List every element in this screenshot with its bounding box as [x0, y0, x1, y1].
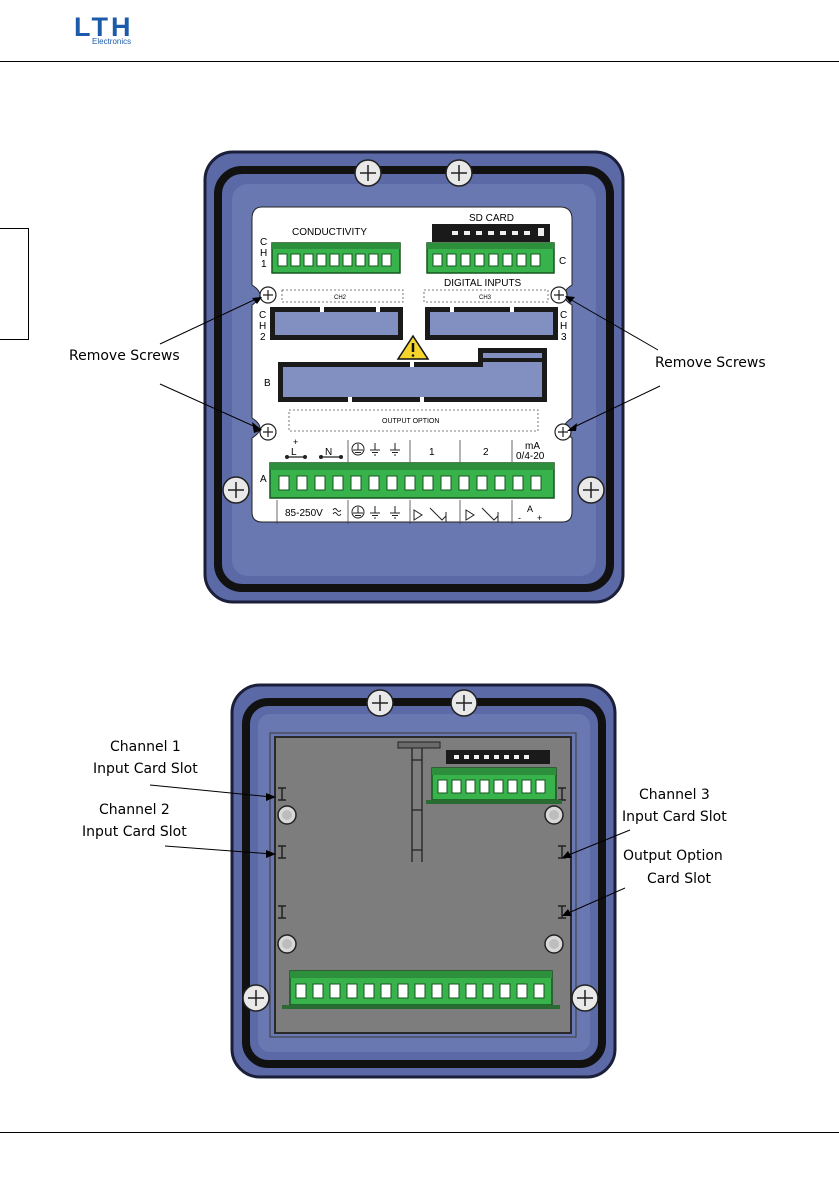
- inner-screw-left-icon[interactable]: [243, 985, 269, 1011]
- label-ch2-2: 2: [260, 332, 266, 343]
- callout-remove-screws-right: Remove Screws: [655, 355, 766, 371]
- label-mains-plus: +: [293, 437, 298, 447]
- main-terminal-connector[interactable]: [270, 463, 554, 498]
- screw-side-left-icon[interactable]: [223, 477, 249, 503]
- label-supply: 85-250V: [285, 508, 323, 519]
- label-output-option: OUTPUT OPTION: [382, 418, 439, 425]
- digital-inputs-connector[interactable]: [427, 243, 554, 273]
- label-sd-card: SD CARD: [469, 213, 514, 224]
- label-conductivity: CONDUCTIVITY: [292, 227, 367, 238]
- plate-screw-lower-right-icon[interactable]: [555, 424, 571, 440]
- callout-ch3-line1: Channel 3: [639, 787, 710, 803]
- callout-out-line2: Card Slot: [647, 871, 712, 887]
- callout-remove-screws-left: Remove Screws: [69, 348, 180, 364]
- label-slot-c: C: [559, 256, 566, 267]
- callout-ch2-line2: Input Card Slot: [82, 824, 187, 840]
- label-ch3-c: C: [560, 310, 567, 321]
- plate-screw-upper-right-icon[interactable]: [551, 287, 567, 303]
- screw-top-right-icon[interactable]: [446, 160, 472, 186]
- label-ch3-box: CH3: [479, 295, 492, 301]
- label-ch1-1: 1: [261, 259, 267, 270]
- callout-out-line1: Output Option: [623, 848, 723, 864]
- inner-panel-figure: Channel 1 Input Card Slot Channel 2 Inpu…: [82, 685, 727, 1077]
- inner-screw-top-right-icon[interactable]: [451, 690, 477, 716]
- label-relay-2: 2: [483, 447, 489, 458]
- label-slot-a: A: [260, 474, 267, 485]
- label-ma-range: 0/4-20: [516, 451, 545, 462]
- screw-side-right-icon[interactable]: [578, 477, 604, 503]
- rear-panel-figure: CONDUCTIVITY C H 1 SD CARD: [69, 152, 766, 602]
- label-ch3-3: 3: [561, 332, 567, 343]
- conductivity-connector[interactable]: [272, 243, 400, 273]
- label-ch2-h: H: [259, 321, 266, 332]
- screw-top-left-icon[interactable]: [355, 160, 381, 186]
- label-a-minus: -: [518, 513, 521, 523]
- callout-ch1-line1: Channel 1: [110, 739, 181, 755]
- label-slot-b: B: [264, 378, 271, 389]
- ch3-card-slot[interactable]: [425, 307, 558, 340]
- label-ch3-h: H: [560, 321, 567, 332]
- inner-main-connector[interactable]: [282, 971, 560, 1009]
- plate-screw-upper-left-icon[interactable]: [260, 287, 276, 303]
- label-ch2-box: CH2: [334, 295, 347, 301]
- label-a-bottom: A: [527, 504, 533, 514]
- label-ch1-h: H: [260, 248, 267, 259]
- inner-digital-connector[interactable]: [426, 768, 562, 804]
- label-ch1-c: C: [260, 237, 267, 248]
- callout-ch2-line1: Channel 2: [99, 802, 170, 818]
- inner-screw-top-left-icon[interactable]: [367, 690, 393, 716]
- label-a-plus: +: [537, 513, 542, 523]
- plate-screw-lower-left-icon[interactable]: [260, 424, 276, 440]
- label-ch2-c: C: [259, 310, 266, 321]
- callout-ch1-line2: Input Card Slot: [93, 761, 198, 777]
- label-relay-1: 1: [429, 447, 435, 458]
- ch2-card-slot[interactable]: [270, 307, 403, 340]
- label-digital-inputs: DIGITAL INPUTS: [444, 278, 522, 289]
- callout-ch3-line2: Input Card Slot: [622, 809, 727, 825]
- inner-screw-right-icon[interactable]: [572, 985, 598, 1011]
